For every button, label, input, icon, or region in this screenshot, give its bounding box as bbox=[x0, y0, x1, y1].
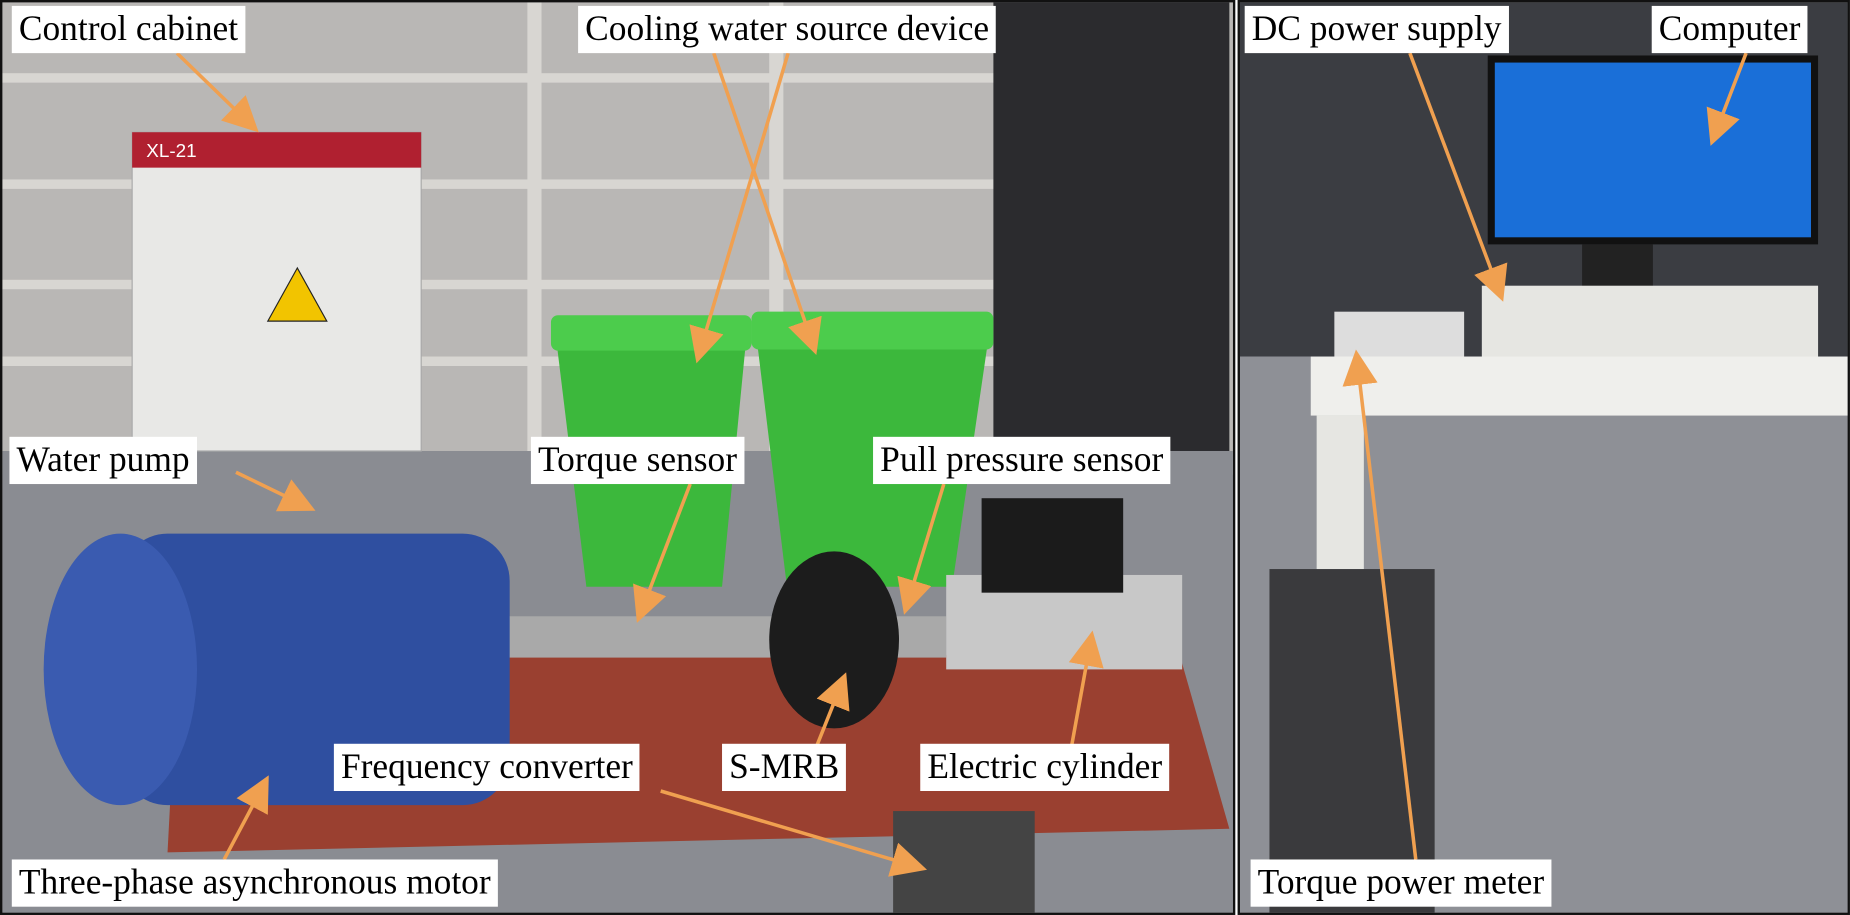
arrow-frequency-converter bbox=[660, 789, 928, 877]
computer-tower bbox=[1269, 569, 1435, 913]
computer-screen bbox=[1494, 62, 1811, 238]
label-pull-pressure-sensor: Pull pressure sensor bbox=[873, 436, 1171, 485]
arrow-torque-power-meter bbox=[1342, 349, 1418, 860]
control-station-scene bbox=[1239, 2, 1848, 913]
motor bbox=[120, 533, 510, 806]
label-torque-power-meter: Torque power meter bbox=[1250, 859, 1552, 907]
arrow-motor bbox=[222, 775, 269, 861]
label-water-pump: Water pump bbox=[9, 436, 197, 485]
arrow-computer bbox=[1706, 52, 1748, 146]
label-frequency-converter: Frequency converter bbox=[333, 743, 640, 792]
right-photo-control-station bbox=[1237, 0, 1850, 915]
arrow-water-pump bbox=[235, 470, 316, 512]
label-torque-sensor: Torque sensor bbox=[530, 436, 745, 485]
dc-power-supply bbox=[1481, 285, 1819, 369]
arrow-cooling-right bbox=[712, 52, 822, 355]
arrow-torque-sensor bbox=[633, 483, 692, 623]
cabinet-tag: XL-21 bbox=[146, 141, 196, 162]
arrow-control-cabinet bbox=[175, 51, 259, 133]
control-cabinet bbox=[131, 131, 422, 452]
label-electric-cylinder: Electric cylinder bbox=[920, 743, 1170, 792]
arrow-cooling-left bbox=[689, 52, 790, 364]
label-control-cabinet: Control cabinet bbox=[11, 5, 246, 54]
desk bbox=[1310, 356, 1848, 416]
shelves bbox=[2, 2, 1065, 451]
label-three-phase-motor: Three-phase asynchronous motor bbox=[11, 859, 498, 907]
arrow-pull-pressure bbox=[897, 483, 946, 615]
label-computer: Computer bbox=[1651, 5, 1808, 54]
arrow-dc-power bbox=[1408, 52, 1508, 302]
label-cooling-water-source: Cooling water source device bbox=[578, 5, 997, 54]
smrb-body bbox=[769, 551, 900, 729]
label-dc-power-supply: DC power supply bbox=[1244, 5, 1509, 54]
dark-cabinet bbox=[993, 2, 1230, 451]
label-smrb: S-MRB bbox=[722, 743, 847, 792]
